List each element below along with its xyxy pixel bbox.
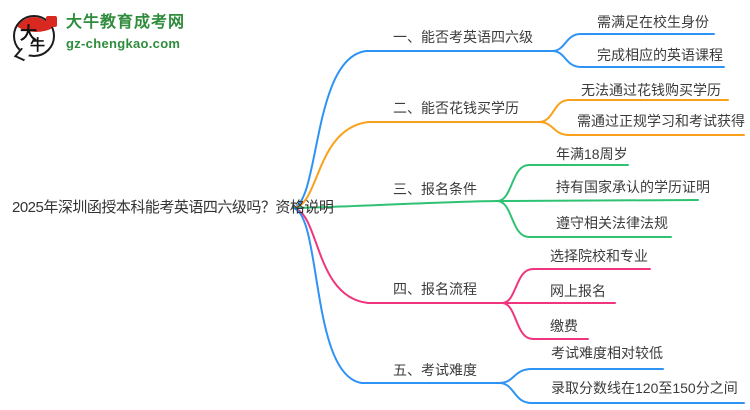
branch-3-child-1-line <box>496 164 629 202</box>
leaf-node: 缴费 <box>550 318 578 334</box>
branch-label-3: 三、报名条件 <box>393 181 477 197</box>
branch-4-child-1-line <box>501 268 651 304</box>
leaf-node: 需满足在校生身份 <box>597 14 709 30</box>
branch-3-child-3-line <box>496 200 672 238</box>
leaf-node: 需通过正规学习和考试获得 <box>577 113 745 129</box>
branch-2-links <box>292 99 745 209</box>
site-name: 大牛教育成考网 <box>66 14 186 31</box>
root-topic: 2025年深圳函授本科能考英语四六级吗？资格说明 <box>12 199 334 216</box>
branch-5-child-2-line <box>498 382 745 404</box>
branch-5-child-1-line <box>498 368 664 384</box>
branch-4-child-3-line <box>501 302 589 340</box>
leaf-node: 完成相应的英语课程 <box>597 47 723 63</box>
branch-1-child-1-line <box>551 33 715 52</box>
logo-mark-icon: 大 牛 <box>13 13 57 62</box>
branch-2-child-2-line <box>538 121 745 136</box>
leaf-node: 网上报名 <box>550 283 606 299</box>
branch-4-main-line <box>292 207 503 304</box>
branch-3-child-2-line <box>496 199 699 202</box>
leaf-node: 无法通过花钱购买学历 <box>581 82 721 98</box>
logo-bubble: 大 牛 <box>13 15 55 57</box>
branch-2-child-1-line <box>538 99 729 123</box>
branch-label-4: 四、报名流程 <box>393 281 477 297</box>
branch-label-1: 一、能否考英语四六级 <box>393 29 533 45</box>
logo-text: 大牛教育成考网 gz-chengkao.com <box>66 13 185 51</box>
leaf-node: 持有国家承认的学历证明 <box>556 179 710 195</box>
branch-2-main-line <box>292 121 540 209</box>
branch-label-5: 五、考试难度 <box>393 362 477 378</box>
logo-hat-icon <box>15 17 53 32</box>
branch-1-links <box>292 33 725 209</box>
leaf-node: 年满18周岁 <box>556 146 628 162</box>
branch-label-2: 二、能否花钱买学历 <box>393 100 519 116</box>
leaf-node: 录取分数线在120至150分之间 <box>551 380 738 396</box>
branch-4-links <box>292 207 651 340</box>
branch-1-child-2-line <box>551 50 725 68</box>
logo-seal-icon <box>46 16 57 27</box>
branch-5-main-line <box>292 207 500 384</box>
branch-3-links <box>292 164 699 238</box>
leaf-node: 考试难度相对较低 <box>551 345 663 361</box>
leaf-node: 遵守相关法律法规 <box>556 215 668 231</box>
branch-3-main-line <box>292 200 498 209</box>
site-domain: gz-chengkao.com <box>66 36 181 52</box>
branch-5-links <box>292 207 745 404</box>
site-logo: 大 牛 大牛教育成考网 gz-chengkao.com <box>13 13 185 62</box>
leaf-node: 选择院校和专业 <box>550 248 648 264</box>
logo-char-1: 大 <box>20 24 37 44</box>
logo-char-2: 牛 <box>30 36 46 54</box>
branch-1-main-line <box>292 50 553 209</box>
